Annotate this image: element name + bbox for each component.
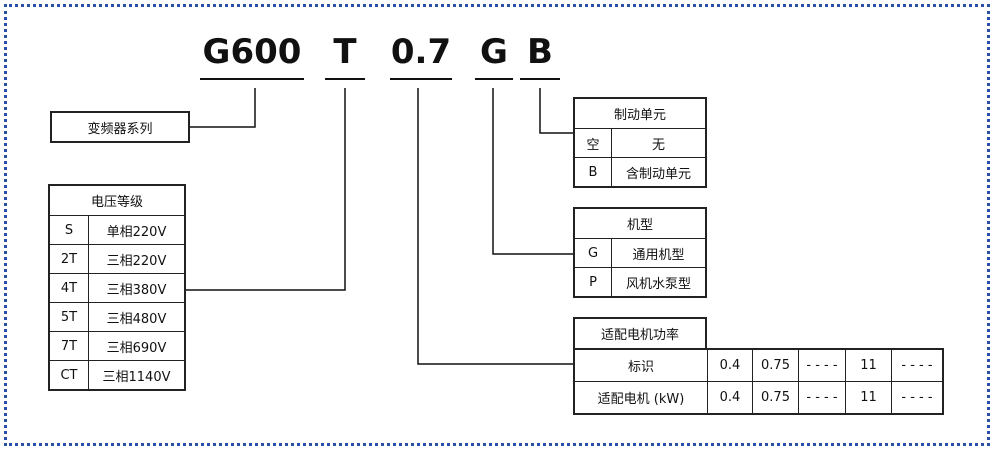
voltage-desc: 三相690V [88,331,186,361]
connector-brake [539,88,573,134]
voltage-desc: 单相220V [88,215,186,245]
voltage-desc: 三相380V [88,273,186,303]
table-row: 2T 三相220V [48,244,186,274]
dotted-frame [4,4,990,446]
type-code: G [573,238,612,268]
power-cell: 11 [845,348,892,382]
table-row: CT 三相1140V [48,360,186,391]
power-row-label: 标识 [573,348,708,382]
power-cell: 11 [845,381,892,415]
brake-header: 制动单元 [573,97,707,129]
power-table: 标识 0.4 0.75 - - - - 11 - - - - 适配电机 (kW)… [573,348,944,415]
underline-series [200,78,304,80]
table-row: 空 无 [573,128,707,158]
power-cell: - - - - [798,348,846,382]
voltage-desc: 三相1140V [88,360,186,391]
voltage-desc: 三相220V [88,244,186,274]
power-header-label: 适配电机功率 [600,328,679,343]
power-cell: 0.75 [752,381,799,415]
code-voltage: T [333,32,357,72]
voltage-code: 2T [48,244,89,274]
type-desc: 通用机型 [611,238,707,268]
power-cell: 0.4 [707,348,753,382]
voltage-code: 7T [48,331,89,361]
voltage-code: S [48,215,89,245]
voltage-desc: 三相480V [88,302,186,332]
series-box: 变频器系列 [50,111,190,143]
table-row: B 含制动单元 [573,157,707,188]
connector-power [417,88,573,365]
power-cell: 0.4 [707,381,753,415]
table-row: 标识 0.4 0.75 - - - - 11 - - - - [573,348,944,382]
underline-type [475,78,513,80]
voltage-code: CT [48,360,89,391]
table-row: P 风机水泵型 [573,267,707,298]
voltage-code: 5T [48,302,89,332]
table-row: 7T 三相690V [48,331,186,361]
underline-power [390,78,452,80]
code-series: G600 [202,32,302,72]
power-row-label: 适配电机 (kW) [573,381,708,415]
type-code: P [573,267,612,298]
voltage-table: 电压等级 S 单相220V 2T 三相220V 4T 三相380V 5T 三相4… [48,184,186,391]
type-table: 机型 G 通用机型 P 风机水泵型 [573,207,707,298]
underline-brake [520,78,560,80]
underline-voltage [325,78,365,80]
voltage-header: 电压等级 [48,184,186,216]
table-row: 4T 三相380V [48,273,186,303]
brake-code: B [573,157,612,188]
type-desc: 风机水泵型 [611,267,707,298]
code-brake: B [527,32,553,72]
brake-desc: 含制动单元 [611,157,707,188]
code-type: G [480,32,508,72]
table-row: S 单相220V [48,215,186,245]
table-row: 适配电机 (kW) 0.4 0.75 - - - - 11 - - - - [573,381,944,415]
connector-series [190,88,256,128]
brake-desc: 无 [611,128,707,158]
type-header: 机型 [573,207,707,239]
code-power: 0.7 [390,32,452,72]
brake-code: 空 [573,128,612,158]
power-header: 适配电机功率 [573,317,707,350]
brake-table: 制动单元 空 无 B 含制动单元 [573,97,707,188]
series-label: 变频器系列 [87,121,153,137]
power-cell: - - - - [891,381,944,415]
power-cell: - - - - [798,381,846,415]
power-cell: - - - - [891,348,944,382]
voltage-code: 4T [48,273,89,303]
connector-type [492,88,573,255]
power-cell: 0.75 [752,348,799,382]
table-row: G 通用机型 [573,238,707,268]
connector-voltage [186,88,346,291]
table-row: 5T 三相480V [48,302,186,332]
